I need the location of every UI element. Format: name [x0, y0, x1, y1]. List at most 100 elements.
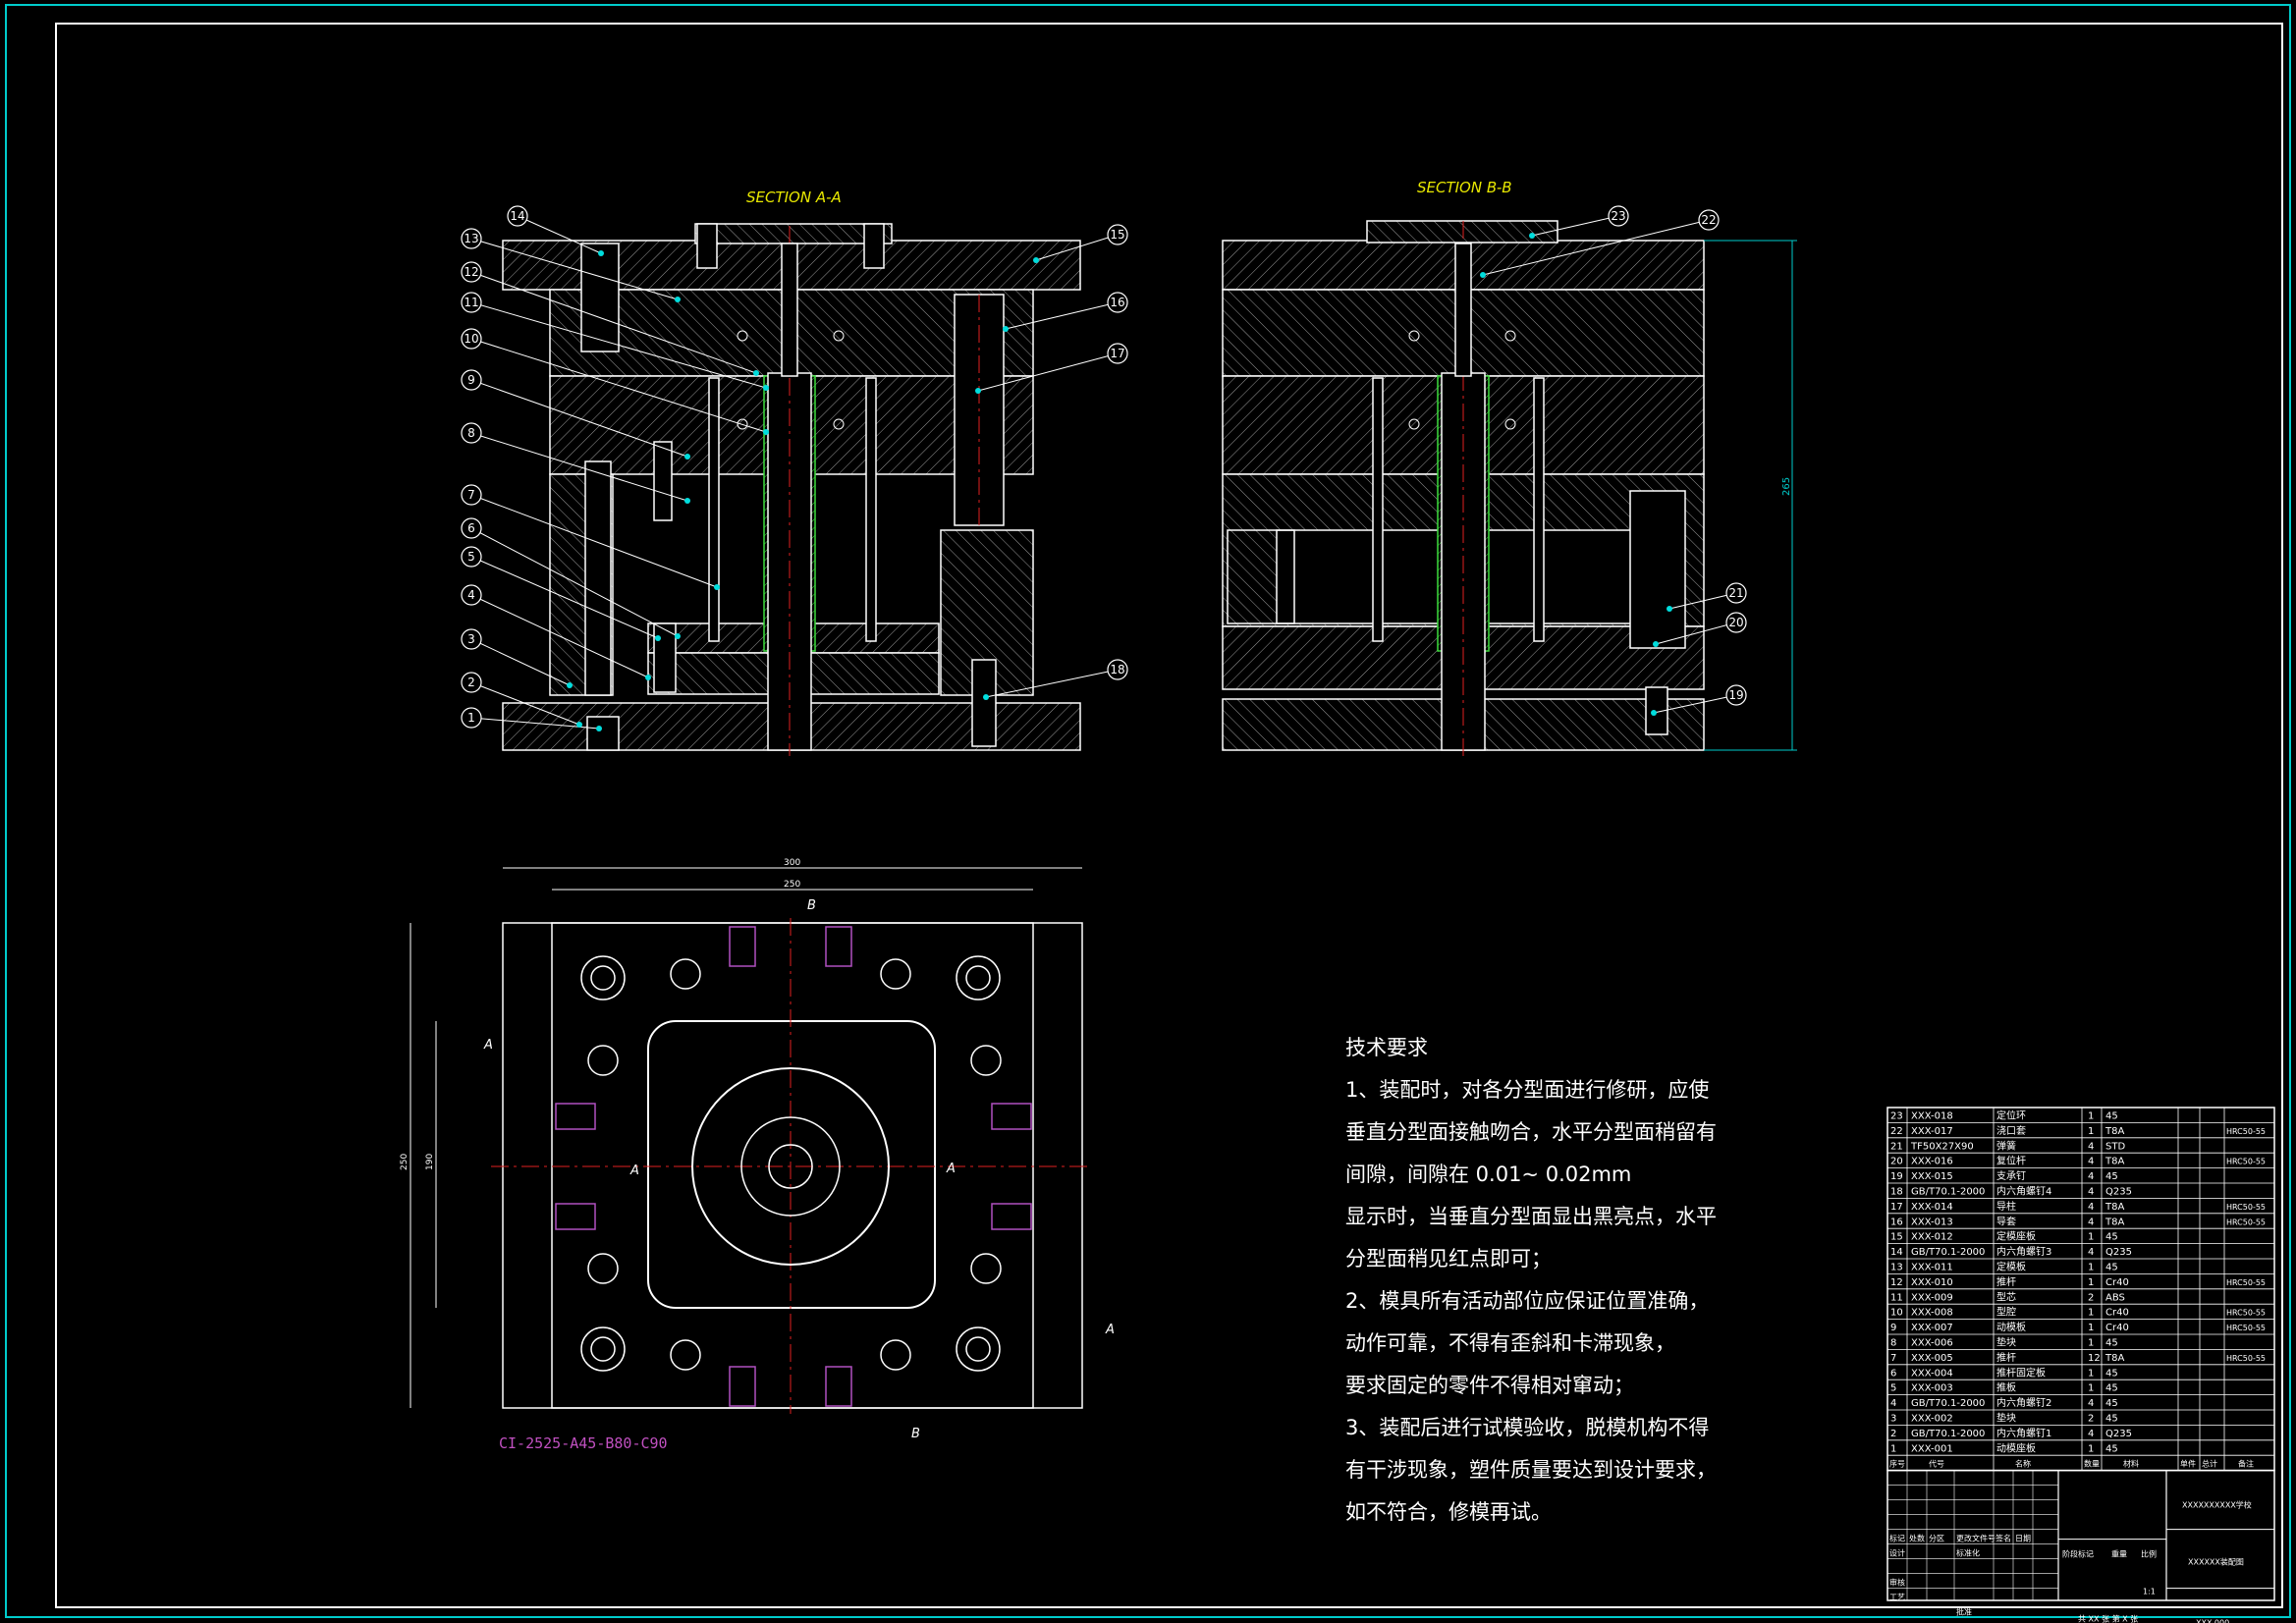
balloon-7: 7 [461, 484, 720, 590]
dim-height-b: 265 [1781, 477, 1792, 496]
title-label: 处数 [1909, 1534, 1925, 1543]
bom-cell: 1 [2088, 1263, 2094, 1273]
balloon-23: 23 [1529, 205, 1629, 239]
bom-cell: 7 [1890, 1353, 1896, 1364]
balloon-label: 20 [1728, 616, 1743, 629]
balloon-11: 11 [461, 292, 769, 391]
bom-cell: XXX-004 [1911, 1368, 1953, 1379]
balloon-6: 6 [461, 517, 681, 639]
balloon-label: 5 [467, 550, 475, 564]
bom-cell: 14 [1890, 1247, 1903, 1258]
balloon-18: 18 [983, 659, 1128, 700]
bom-cell: XXX-016 [1911, 1157, 1953, 1167]
title-scale: 1:1 [2143, 1588, 2156, 1596]
balloon-label: 22 [1701, 213, 1716, 227]
sprue-bushing [781, 243, 798, 377]
bom-cell: XXX-011 [1911, 1263, 1953, 1273]
bom-cell: 导柱 [1996, 1200, 2016, 1213]
b-locating-ring [1366, 220, 1558, 243]
balloon-label: 19 [1728, 688, 1743, 702]
bom-cell: XXX-018 [1911, 1111, 1953, 1122]
title-label: 标准化 [1956, 1548, 1980, 1558]
balloon-label: 21 [1728, 586, 1743, 600]
tech-line: 显示时，当垂直分型面显出黑亮点，水平 [1345, 1205, 1717, 1228]
marker-a-right: A [1105, 1323, 1115, 1337]
tech-line: 间隙，间隙在 0.01~ 0.02mm [1345, 1163, 1631, 1186]
bom-cell: HRC50-55 [2226, 1354, 2266, 1363]
bom-cell: 4 [2088, 1247, 2094, 1258]
bom-cell: 11 [1890, 1292, 1903, 1303]
bom-header-cell: 材料 [2123, 1459, 2139, 1469]
bom-cell: 1 [2088, 1126, 2094, 1137]
balloon-label: 10 [464, 332, 478, 346]
bom-cell: 5 [1890, 1383, 1896, 1394]
ejector-pin-2 [865, 377, 877, 642]
bom-cell: 内六角螺钉3 [1996, 1245, 2051, 1258]
balloon-10: 10 [461, 328, 769, 435]
balloon-8: 8 [461, 422, 690, 504]
bom-cell: T8A [2105, 1157, 2124, 1167]
title-label: 工艺 [1889, 1594, 1905, 1602]
screw-bottom-right [971, 659, 997, 747]
bom-cell: 8 [1890, 1338, 1896, 1349]
bom-cell: 6 [1890, 1368, 1896, 1379]
balloon-label: 11 [464, 296, 478, 309]
bom-cell: Cr40 [2105, 1308, 2129, 1319]
tech-line: 2、模具所有活动部位应保证位置准确， [1345, 1289, 1709, 1313]
bom-cell: 10 [1890, 1308, 1903, 1319]
plan-part-outer [691, 1067, 890, 1266]
bom-cell: 垫块 [1996, 1412, 2016, 1425]
bom-cell: 15 [1890, 1232, 1903, 1243]
balloon-9: 9 [461, 369, 690, 460]
bom-cell: 9 [1890, 1323, 1896, 1333]
tech-line: 垂直分型面接触吻合，水平分型面稍留有 [1345, 1120, 1717, 1144]
bom-cell: T8A [2105, 1217, 2124, 1227]
tech-line: 3、装配后进行试模验收，脱模机构不得 [1345, 1416, 1709, 1439]
bom-cell: 导套 [1996, 1215, 2016, 1227]
balloon-label: 2 [467, 676, 475, 689]
balloon-16: 16 [1003, 292, 1128, 332]
balloon-label: 9 [467, 373, 475, 387]
title-label: 阶段标记 [2062, 1549, 2094, 1559]
bom-header-cell: 代号 [1929, 1459, 1944, 1469]
balloon-22: 22 [1480, 209, 1720, 278]
bom-cell: 支承钉 [1996, 1170, 2026, 1182]
bom-cell: STD [2105, 1141, 2125, 1152]
bom-cell: 45 [2105, 1111, 2118, 1122]
bom-cell: GB/T70.1-2000 [1911, 1187, 1985, 1198]
bom-cell: T8A [2105, 1202, 2124, 1213]
bom-cell: 45 [2105, 1263, 2118, 1273]
bom-cell: 动模座板 [1996, 1441, 2036, 1454]
outer-frame [5, 4, 2291, 1618]
inner-frame [55, 23, 2283, 1608]
b-reset-pin [1629, 490, 1686, 649]
bom-cell: 定位环 [1996, 1109, 2026, 1122]
bom-cell: GB/T70.1-2000 [1911, 1429, 1985, 1439]
title-label: 比例 [2141, 1549, 2157, 1559]
title-block [1886, 1469, 2275, 1601]
technical-requirements: 技术要求 1、装配时，对各分型面进行修研，应使垂直分型面接触吻合，水平分型面稍留… [1345, 1036, 1717, 1524]
title-label: 重量 [2111, 1549, 2127, 1559]
tech-line: 分型面稍见红点即可； [1345, 1247, 1552, 1271]
bom-header-cell: 备注 [2238, 1459, 2254, 1469]
dim-left-overall: 250 [400, 1154, 410, 1170]
balloon-19: 19 [1651, 684, 1747, 716]
bom-cell: Q235 [2105, 1429, 2132, 1439]
bom-cell: 4 [1890, 1398, 1896, 1409]
bom-cell: 17 [1890, 1202, 1903, 1213]
bom-cell: 2 [1890, 1429, 1896, 1439]
